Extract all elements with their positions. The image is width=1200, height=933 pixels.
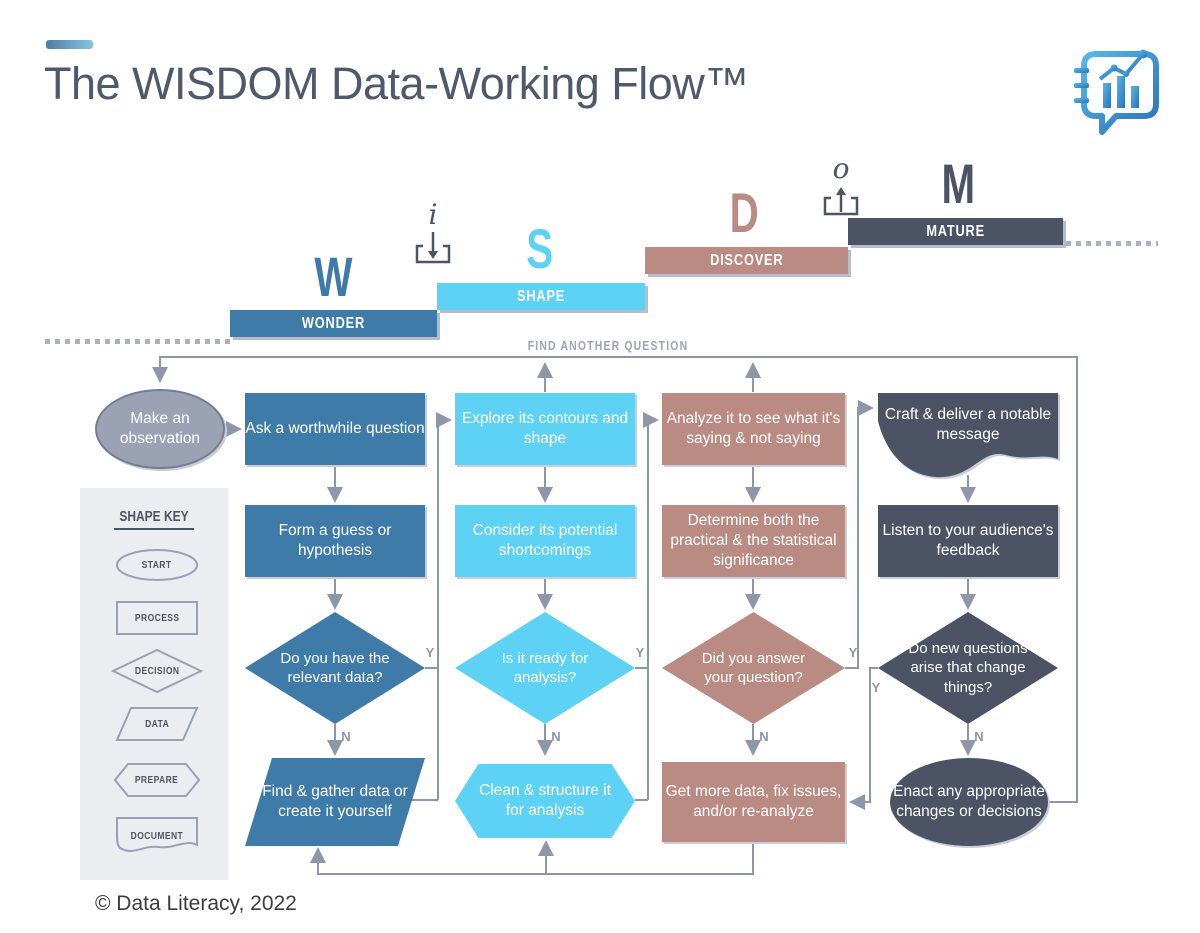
- node-find-gather-data: Find & gather data or create it yourself: [245, 758, 425, 846]
- node-determine-significance: Determine both the practical & the stati…: [662, 505, 845, 577]
- yes-label: Y: [425, 645, 435, 660]
- letter-w: W: [313, 245, 353, 308]
- svg-text:o: o: [833, 156, 850, 185]
- page-title: The WISDOM Data-Working Flow™: [44, 58, 749, 109]
- node-get-more-data: Get more data, fix issues, and/or re-ana…: [662, 762, 845, 842]
- node-clean-structure: Clean & structure it for analysis: [455, 764, 635, 838]
- no-label: N: [341, 729, 351, 744]
- copyright-text: © Data Literacy, 2022: [95, 892, 297, 915]
- no-label: N: [759, 729, 769, 744]
- speech-bubble-icon: [1081, 51, 1159, 135]
- no-label: N: [551, 729, 561, 744]
- svg-text:i: i: [429, 198, 438, 231]
- accent-dash: [46, 40, 93, 49]
- node-form-hypothesis: Form a guess or hypothesis: [245, 505, 425, 577]
- key-data: DATA: [115, 706, 199, 742]
- step-bar-mature: MATURE: [848, 218, 1063, 245]
- data-literacy-logo: [1074, 49, 1159, 135]
- data-input-icon: i: [415, 198, 451, 264]
- no-label: N: [974, 729, 984, 744]
- step-label: WONDER: [301, 314, 366, 332]
- trend-line-icon: [1098, 49, 1148, 81]
- dotted-baseline-right: [1066, 241, 1158, 246]
- shape-key-panel: SHAPE KEY START PROCESS DECISION DATA PR…: [80, 488, 228, 880]
- key-decision: DECISION: [111, 648, 203, 694]
- key-start: START: [115, 548, 199, 582]
- step-bar-shape: SHAPE: [437, 283, 645, 310]
- letter-s: S: [526, 217, 554, 280]
- letter-d: D: [729, 181, 759, 244]
- yes-label: Y: [848, 645, 858, 660]
- bar-chart-icon: [1103, 76, 1139, 108]
- node-explore-contours: Explore its contours and shape: [455, 393, 635, 465]
- key-prepare: PREPARE: [113, 762, 201, 798]
- letter-m: M: [941, 152, 975, 215]
- data-output-icon: o: [823, 156, 859, 216]
- node-enact-changes: Enact any appropriate changes or decisio…: [890, 758, 1048, 846]
- node-listen-feedback: Listen to your audience's feedback: [878, 505, 1058, 577]
- binding-ticks-icon: [1074, 68, 1089, 103]
- node-make-observation: Make an observation: [95, 389, 225, 469]
- document-shape: [878, 393, 1058, 478]
- key-document: DOCUMENT: [115, 816, 199, 856]
- step-bar-discover: DISCOVER: [645, 247, 848, 274]
- yes-label: Y: [871, 680, 881, 695]
- step-label: DISCOVER: [709, 251, 784, 269]
- step-label: SHAPE: [516, 287, 566, 305]
- step-bar-wonder: WONDER: [230, 310, 437, 337]
- node-ask-question: Ask a worthwhile question: [245, 393, 425, 465]
- key-process: PROCESS: [115, 600, 199, 636]
- step-label: MATURE: [926, 222, 985, 240]
- node-craft-message: Craft & deliver a notable message: [878, 393, 1058, 478]
- node-consider-shortcomings: Consider its potential shortcomings: [455, 505, 635, 577]
- shape-key-title: SHAPE KEY: [114, 508, 194, 530]
- yes-label: Y: [635, 645, 645, 660]
- dotted-baseline-left: [45, 339, 230, 344]
- find-another-question-label: FIND ANOTHER QUESTION: [527, 338, 689, 353]
- node-analyze: Analyze it to see what it's saying & not…: [662, 393, 845, 465]
